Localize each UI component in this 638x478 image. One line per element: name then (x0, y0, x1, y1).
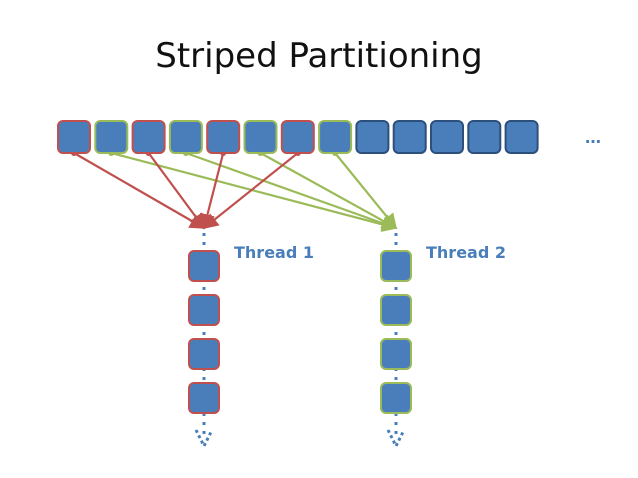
output-blocks-layer (188, 250, 412, 414)
input-block (280, 120, 315, 154)
distribution-arrow (73, 152, 206, 229)
input-block (318, 120, 353, 154)
thread-1-block (188, 250, 220, 282)
input-block (94, 120, 129, 154)
input-block (131, 120, 166, 154)
thread-1-block (188, 294, 220, 326)
input-block (57, 120, 91, 154)
thread-2-block (380, 294, 412, 326)
input-block (504, 120, 539, 154)
distribution-arrow (111, 151, 398, 232)
thread-1-block (188, 338, 220, 370)
thread-1-block (188, 382, 220, 414)
distribution-arrow (334, 152, 397, 230)
distribution-arrow (147, 152, 205, 230)
slide-title: Striped Partitioning (155, 36, 483, 76)
input-block (355, 120, 390, 154)
thread-2-block (380, 338, 412, 370)
distribution-arrow (202, 152, 299, 229)
input-block (392, 120, 427, 154)
input-block (168, 120, 203, 154)
distribution-arrow (259, 152, 398, 229)
input-blocks-row (57, 120, 539, 154)
thread-1-label: Thread 1 (234, 243, 314, 262)
more-blocks-ellipsis: … (585, 128, 601, 147)
thread-2-block (380, 382, 412, 414)
distribution-arrow (199, 152, 225, 230)
input-block (206, 120, 241, 154)
thread-2-block (380, 250, 412, 282)
input-block (430, 120, 464, 154)
thread-2-label: Thread 2 (426, 243, 506, 262)
input-block (467, 120, 502, 154)
input-block (243, 120, 278, 154)
arrows-layer (71, 150, 398, 232)
thread-axis-layer (194, 233, 406, 450)
